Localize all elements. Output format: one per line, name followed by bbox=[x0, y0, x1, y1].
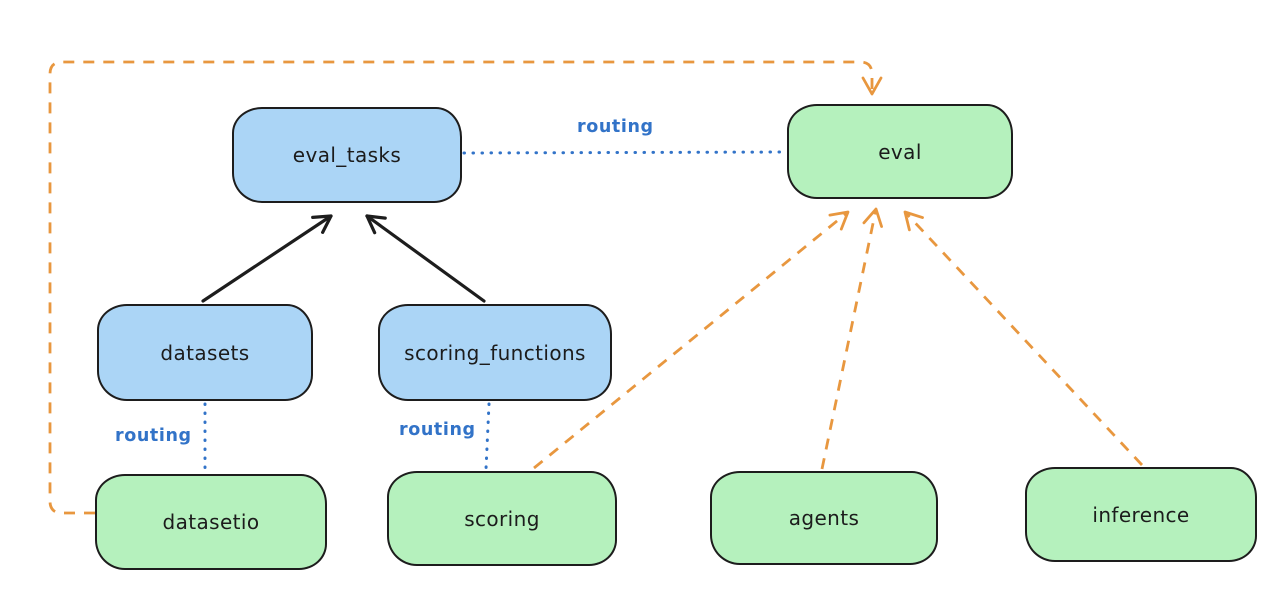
node-eval-tasks: eval_tasks bbox=[232, 107, 462, 203]
edge-label-routing-datasets-datasetio: routing bbox=[115, 426, 192, 446]
node-datasets: datasets bbox=[97, 304, 313, 401]
node-agents: agents bbox=[710, 471, 938, 565]
edge-eval-tasks-to-eval bbox=[462, 150, 786, 155]
node-scoring-label: scoring bbox=[464, 506, 540, 531]
node-datasets-label: datasets bbox=[160, 340, 250, 365]
node-eval-tasks-label: eval_tasks bbox=[292, 143, 402, 167]
edge-inference-to-eval bbox=[903, 210, 1144, 466]
edge-label-routing-eval-tasks-eval: routing bbox=[577, 117, 654, 137]
edge-datasets-to-eval-tasks bbox=[201, 214, 333, 303]
node-scoring-functions: scoring_functions bbox=[378, 304, 612, 401]
edge-agents-to-eval bbox=[820, 207, 883, 470]
node-datasetio-label: datasetio bbox=[162, 510, 260, 534]
node-inference-label: inference bbox=[1092, 502, 1190, 527]
node-scoring: scoring bbox=[387, 471, 617, 566]
edge-scoring-functions-to-eval-tasks bbox=[365, 214, 486, 303]
node-scoring-functions-label: scoring_functions bbox=[404, 340, 586, 365]
edge-label-routing-scoring-functions-scoring: routing bbox=[399, 420, 476, 440]
node-inference: inference bbox=[1025, 467, 1257, 562]
node-datasetio: datasetio bbox=[95, 474, 327, 570]
edge-scoring-functions-to-scoring bbox=[484, 402, 491, 471]
node-agents-label: agents bbox=[788, 506, 860, 530]
node-eval: eval bbox=[787, 104, 1013, 199]
node-eval-label: eval bbox=[878, 139, 922, 164]
